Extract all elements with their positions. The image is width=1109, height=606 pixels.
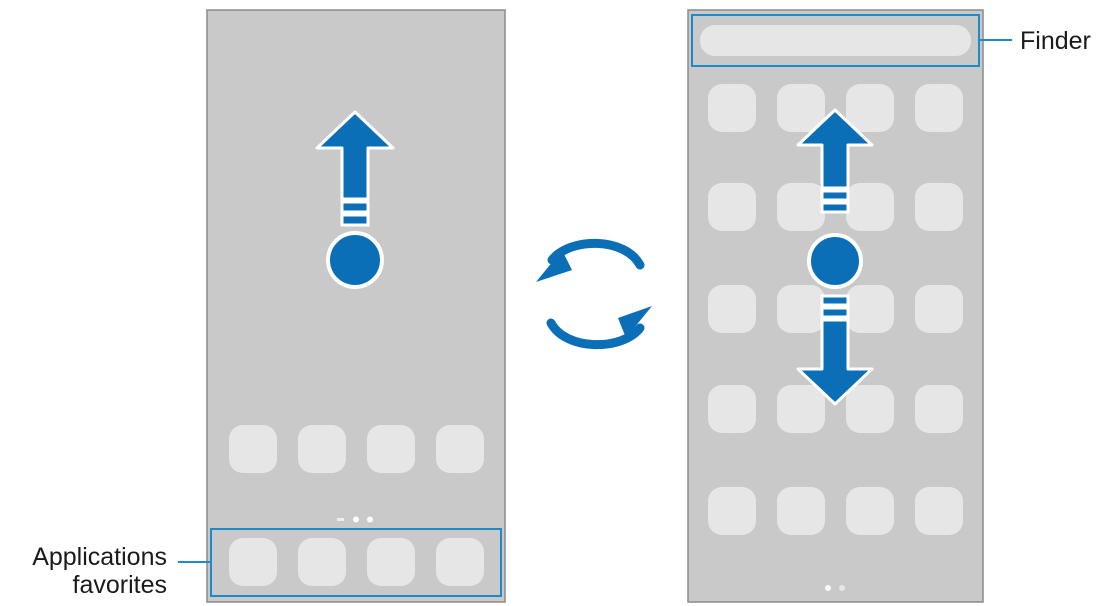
app-row-left bbox=[229, 425, 484, 473]
home-screen-left bbox=[178, 9, 506, 603]
finder-search-bar[interactable] bbox=[700, 25, 971, 56]
touch-point bbox=[807, 233, 863, 289]
app-icon[interactable] bbox=[777, 385, 825, 433]
favorite-app-icon[interactable] bbox=[367, 538, 415, 586]
app-icon[interactable] bbox=[846, 487, 894, 535]
app-icon[interactable] bbox=[708, 385, 756, 433]
phone-screen-left bbox=[206, 9, 506, 603]
app-icon[interactable] bbox=[915, 487, 963, 535]
favorites-label-line1: Applications bbox=[32, 543, 167, 571]
page-dot-home bbox=[337, 518, 344, 521]
page-dot-active bbox=[825, 585, 831, 591]
app-icon[interactable] bbox=[777, 487, 825, 535]
app-icon[interactable] bbox=[708, 285, 756, 333]
rotate-switch-icon bbox=[536, 238, 652, 350]
favorites-label-line2: favorites bbox=[72, 571, 167, 599]
app-icon[interactable] bbox=[229, 425, 277, 473]
touch-point bbox=[326, 231, 384, 289]
finder-label: Finder bbox=[1020, 27, 1091, 55]
applications-favorites-label: Applications favorites bbox=[6, 543, 167, 599]
favorite-app-icon[interactable] bbox=[436, 538, 484, 586]
page-indicator-right bbox=[825, 585, 845, 591]
app-icon[interactable] bbox=[915, 385, 963, 433]
app-icon[interactable] bbox=[367, 425, 415, 473]
app-icon[interactable] bbox=[298, 425, 346, 473]
app-icon[interactable] bbox=[777, 84, 825, 132]
swipe-up-down-arrow-icon bbox=[796, 108, 874, 406]
app-icon[interactable] bbox=[846, 385, 894, 433]
app-grid bbox=[708, 84, 963, 535]
app-icon[interactable] bbox=[846, 285, 894, 333]
favorite-app-icon[interactable] bbox=[298, 538, 346, 586]
app-icon[interactable] bbox=[777, 183, 825, 231]
favorite-app-icon[interactable] bbox=[229, 538, 277, 586]
swipe-up-arrow-icon bbox=[315, 110, 395, 289]
app-icon[interactable] bbox=[436, 425, 484, 473]
app-icon[interactable] bbox=[708, 487, 756, 535]
app-icon[interactable] bbox=[708, 84, 756, 132]
page-dot bbox=[839, 585, 845, 591]
app-icon[interactable] bbox=[915, 285, 963, 333]
app-icon[interactable] bbox=[708, 183, 756, 231]
favorites-tray bbox=[229, 538, 484, 586]
page-indicator-left bbox=[337, 516, 373, 523]
page-dot-active bbox=[353, 516, 359, 523]
page-dot bbox=[367, 516, 373, 523]
app-icon[interactable] bbox=[915, 183, 963, 231]
app-icon[interactable] bbox=[777, 285, 825, 333]
app-icon[interactable] bbox=[846, 84, 894, 132]
apps-screen-right bbox=[687, 9, 1012, 603]
app-icon[interactable] bbox=[915, 84, 963, 132]
app-icon[interactable] bbox=[846, 183, 894, 231]
